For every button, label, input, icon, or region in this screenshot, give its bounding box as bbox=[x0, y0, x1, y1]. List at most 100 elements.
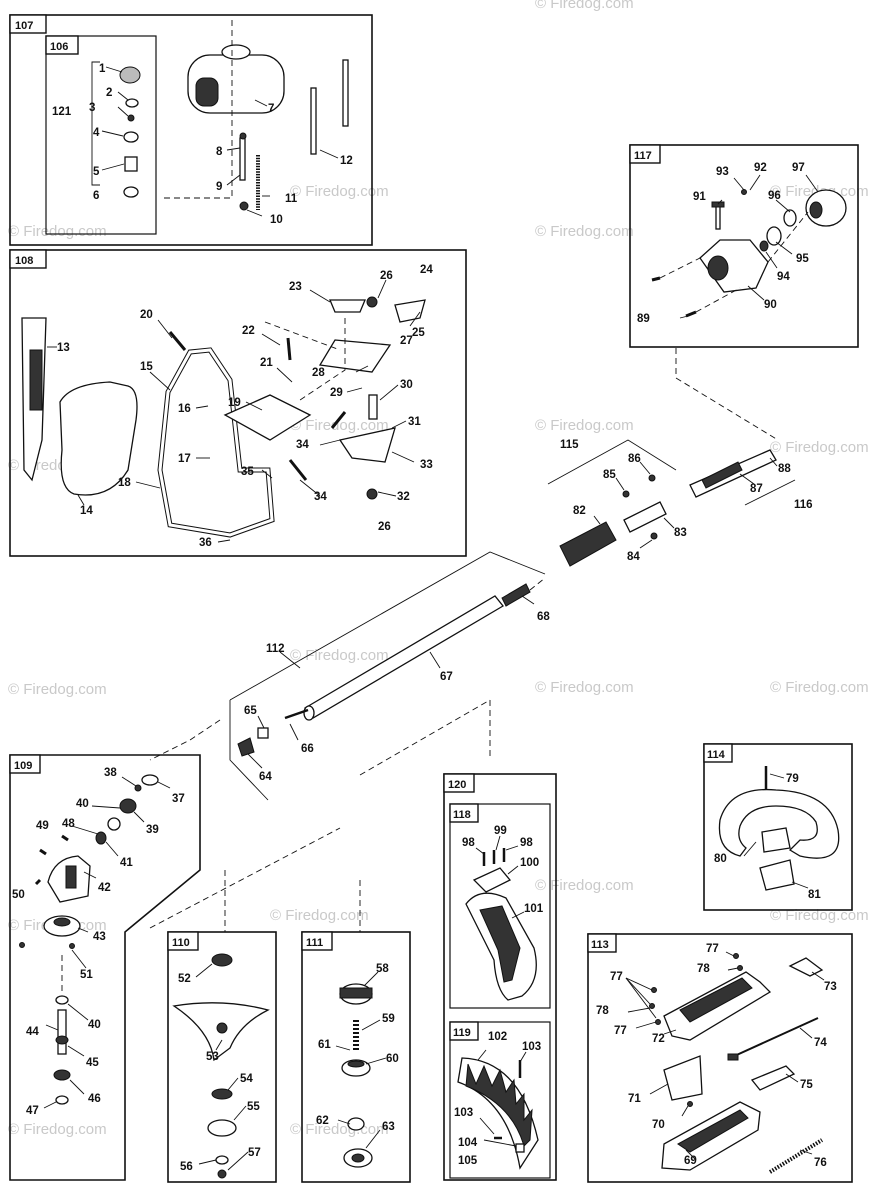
part-label-101: 101 bbox=[524, 903, 544, 915]
watermark: © Firedog.com bbox=[290, 183, 389, 200]
group-111-label: 111 bbox=[306, 937, 323, 949]
head-cover-band bbox=[339, 987, 373, 999]
output-shaft bbox=[57, 1009, 67, 1055]
watermark: © Firedog.com bbox=[770, 679, 869, 696]
callout-112: 112 bbox=[266, 643, 285, 655]
screw bbox=[19, 942, 25, 948]
blade-nut bbox=[217, 1169, 227, 1179]
part-label-91: 91 bbox=[693, 191, 706, 203]
part-label-35: 35 bbox=[241, 466, 254, 478]
group-117-label: 117 bbox=[634, 150, 652, 162]
part-label-57: 57 bbox=[248, 1147, 261, 1159]
part-label-14: 14 bbox=[80, 505, 93, 517]
part-label-31: 31 bbox=[408, 416, 421, 428]
part-label-15: 15 bbox=[140, 361, 153, 373]
part-label-18: 18 bbox=[118, 477, 131, 489]
part-label-22: 22 bbox=[242, 325, 255, 337]
part-label-44: 44 bbox=[26, 1026, 39, 1038]
part-label-67: 67 bbox=[440, 671, 453, 683]
collar bbox=[55, 1095, 69, 1105]
throttle-trigger bbox=[788, 957, 824, 977]
handle-clamp bbox=[761, 827, 791, 853]
bracket-121 bbox=[91, 61, 100, 186]
part-label-3: 3 bbox=[89, 102, 95, 114]
part-label-75: 75 bbox=[800, 1079, 813, 1091]
part-label-40b: 40 bbox=[88, 1019, 101, 1031]
watermark: © Firedog.com bbox=[290, 417, 389, 434]
part-label-30: 30 bbox=[400, 379, 413, 391]
part-label-10: 10 bbox=[270, 214, 283, 226]
part-label-41: 41 bbox=[120, 857, 133, 869]
frame-spring bbox=[330, 411, 347, 429]
part-label-77b: 77 bbox=[706, 943, 719, 955]
part-label-98b: 98 bbox=[520, 837, 533, 849]
group-119-frame bbox=[449, 1021, 551, 1179]
part-label-100: 100 bbox=[520, 857, 539, 869]
part-label-20: 20 bbox=[140, 309, 153, 321]
group-109-gear-head: 109 38 37 40 bbox=[9, 754, 201, 1181]
tube-end bbox=[303, 705, 315, 721]
bolt-head bbox=[711, 201, 725, 208]
tank-strap bbox=[342, 59, 349, 127]
fuel-filter bbox=[239, 132, 247, 140]
group-120-header bbox=[443, 773, 475, 793]
gear-cover-hub bbox=[53, 917, 71, 927]
tank-strap bbox=[310, 87, 317, 155]
part-label-39: 39 bbox=[146, 824, 159, 836]
lower-mount bbox=[338, 427, 396, 463]
drive-shaft-end bbox=[284, 708, 309, 720]
screw bbox=[655, 1019, 661, 1025]
handle-clamp-lower bbox=[759, 859, 795, 891]
part-label-102: 102 bbox=[488, 1031, 507, 1043]
bracket-112-side bbox=[229, 700, 269, 801]
part-label-27: 27 bbox=[400, 335, 413, 347]
part-label-85: 85 bbox=[603, 469, 616, 481]
watermark: © Firedog.com bbox=[535, 0, 634, 12]
bearing bbox=[119, 798, 137, 814]
part-label-32: 32 bbox=[397, 491, 410, 503]
part-label-8: 8 bbox=[216, 146, 223, 158]
cap-gasket bbox=[123, 186, 139, 198]
part-label-2: 2 bbox=[106, 87, 112, 99]
part-label-78a: 78 bbox=[697, 963, 710, 975]
group-107-frame bbox=[9, 14, 373, 246]
switch-wire bbox=[750, 1065, 796, 1091]
part-label-13: 13 bbox=[57, 342, 70, 354]
screw bbox=[648, 474, 656, 482]
bracket-112 bbox=[229, 551, 546, 701]
part-label-93: 93 bbox=[716, 166, 729, 178]
part-label-45: 45 bbox=[86, 1057, 99, 1069]
fuel-tank-window bbox=[195, 77, 219, 107]
part-label-60: 60 bbox=[386, 1053, 399, 1065]
callout-116: 116 bbox=[794, 499, 813, 511]
snap-ring bbox=[141, 774, 159, 786]
watermark: © Firedog.com bbox=[535, 679, 634, 696]
group-117-frame bbox=[629, 144, 859, 348]
bushing bbox=[257, 727, 269, 739]
strap-pad bbox=[29, 349, 43, 411]
part-label-96: 96 bbox=[768, 190, 781, 202]
blade-cup bbox=[207, 1119, 237, 1137]
connector-dash bbox=[675, 348, 779, 441]
part-label-1: 1 bbox=[99, 63, 106, 75]
part-label-54: 54 bbox=[240, 1073, 253, 1085]
group-107-label: 107 bbox=[15, 20, 33, 32]
pinion-gear bbox=[95, 831, 107, 845]
gear-case-neck bbox=[65, 865, 77, 889]
part-label-94: 94 bbox=[777, 271, 790, 283]
mount-plate bbox=[318, 339, 392, 373]
part-label-65: 65 bbox=[244, 705, 257, 717]
part-label-6: 6 bbox=[93, 190, 99, 202]
watermark: © Firedog.com bbox=[290, 647, 389, 664]
tube-clamp bbox=[623, 501, 667, 533]
part-label-99: 99 bbox=[494, 825, 507, 837]
cap-retainer bbox=[127, 114, 135, 122]
group-113-label: 113 bbox=[591, 939, 609, 951]
grommet bbox=[239, 201, 249, 211]
part-label-58: 58 bbox=[376, 963, 389, 975]
part-label-90: 90 bbox=[764, 299, 777, 311]
group-118-header bbox=[449, 803, 479, 823]
group-109-label: 109 bbox=[14, 760, 32, 772]
part-label-38: 38 bbox=[104, 767, 117, 779]
